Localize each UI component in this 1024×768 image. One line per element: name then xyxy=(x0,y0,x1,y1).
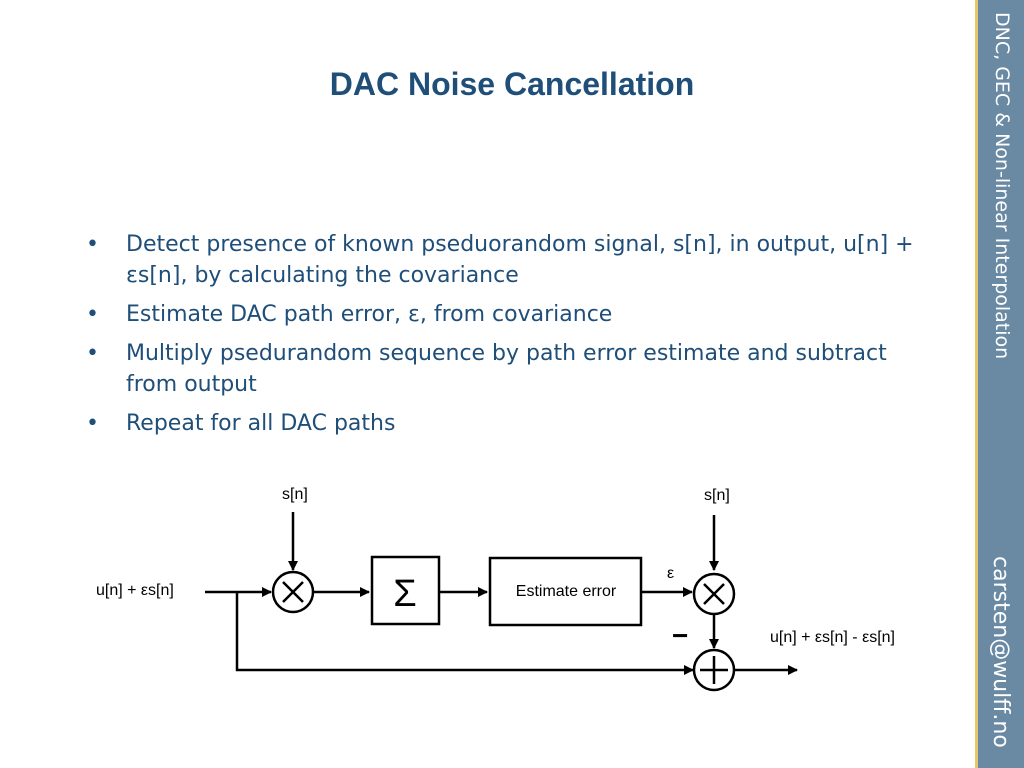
minus-sign: − xyxy=(672,620,688,651)
bullet-dot: • xyxy=(86,341,99,366)
sum-block xyxy=(370,555,441,626)
feedforward-path xyxy=(235,592,694,675)
sidebar-accent-line xyxy=(975,0,979,768)
bullet-text: Detect presence of known pseduorandom si… xyxy=(126,232,914,288)
plus-symbol xyxy=(700,656,728,684)
multiply-symbol-1 xyxy=(282,581,304,603)
bullet-text: Multiply psedurandom sequence by path er… xyxy=(126,341,887,397)
bullet-dot: • xyxy=(86,232,99,257)
slide-title: DAC Noise Cancellation xyxy=(329,66,695,102)
bullet-list: • Detect presence of known pseduorandom s… xyxy=(86,229,916,447)
multiply-symbol-2 xyxy=(703,583,725,605)
estimate-error-label: Estimate error xyxy=(516,583,617,600)
bullet-item: • Repeat for all DAC paths xyxy=(86,408,916,439)
bullet-item: • Estimate DAC path error, ε, from covari… xyxy=(86,299,916,330)
bullet-text: Estimate DAC path error, ε, from covaria… xyxy=(126,302,613,327)
s-label-left: s[n] xyxy=(282,486,308,503)
bullet-dot: • xyxy=(86,302,99,327)
epsilon-label: ε xyxy=(667,565,674,582)
output-signal-label: u[n] + εs[n] - εs[n] xyxy=(770,629,895,646)
sum-symbol: Σ xyxy=(393,573,417,615)
bullet-text: Repeat for all DAC paths xyxy=(126,411,396,436)
bullet-item: • Detect presence of known pseduorandom s… xyxy=(86,229,916,291)
estimate-error-block xyxy=(488,556,643,627)
s-label-right: s[n] xyxy=(704,487,730,504)
bullet-dot: • xyxy=(86,411,99,436)
sidebar xyxy=(978,0,1024,768)
bullet-item: • Multiply psedurandom sequence by path e… xyxy=(86,338,916,400)
input-signal-label: u[n] + εs[n] xyxy=(96,582,174,599)
